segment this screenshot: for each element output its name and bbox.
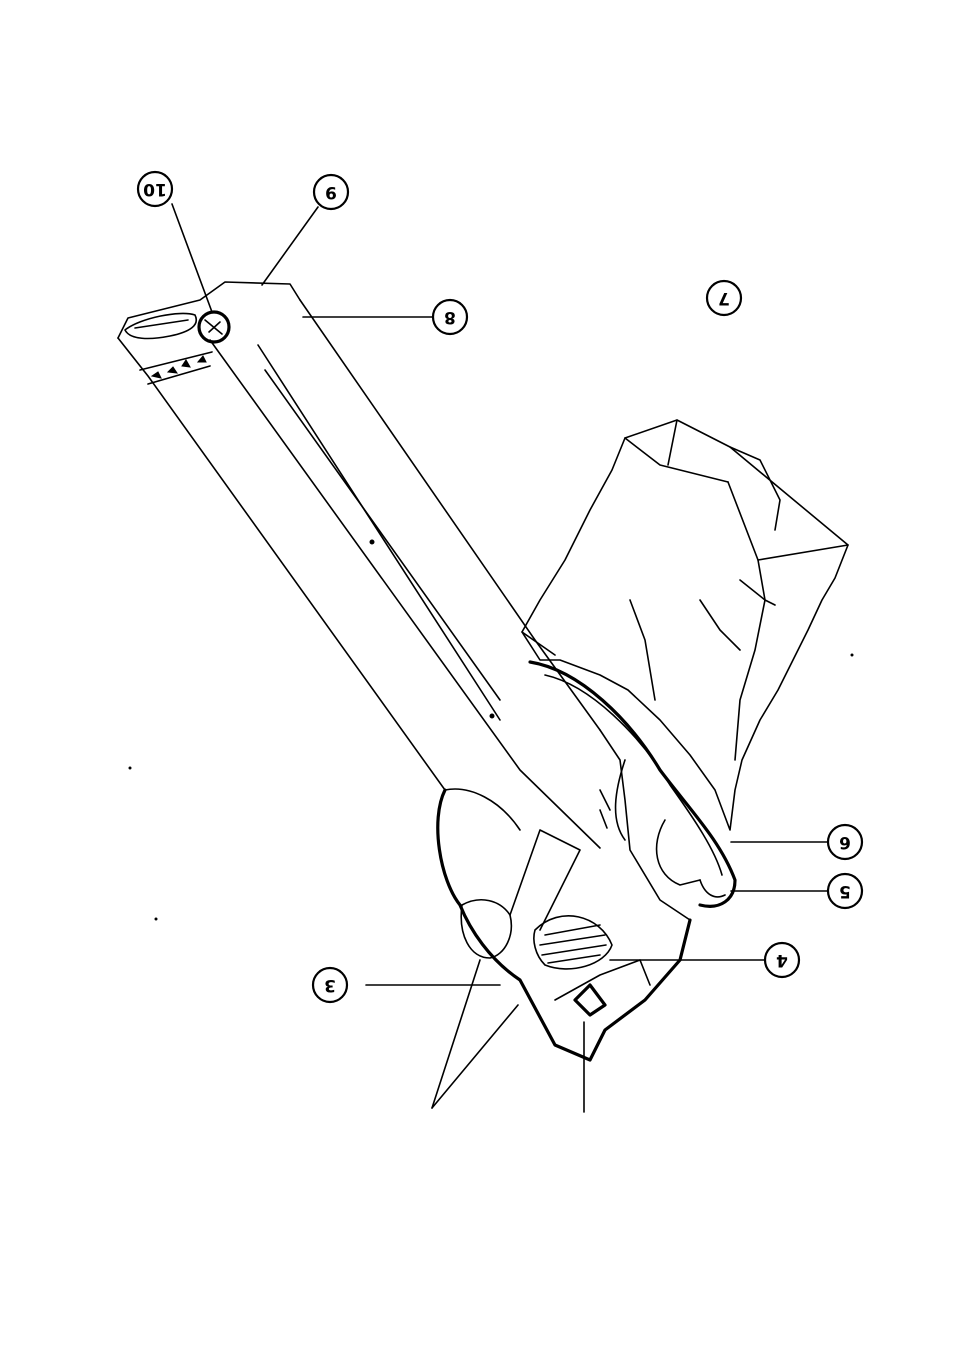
collection-bag-drawing — [522, 420, 848, 830]
callout-7-label: 7 — [718, 288, 730, 308]
callout-5: 5 — [828, 874, 862, 908]
callout-7: 7 — [707, 281, 741, 315]
callout-6: 6 — [828, 825, 862, 859]
callout-4: 4 — [765, 943, 799, 977]
callout-9-label: 9 — [325, 182, 337, 202]
callout-4-label: 4 — [776, 950, 788, 970]
callout-3-label: 3 — [324, 975, 336, 995]
leader-lines — [172, 204, 828, 1112]
callout-9: 9 — [314, 175, 348, 209]
callout-10-label: 10 — [143, 179, 167, 199]
callout-8: 8 — [433, 300, 467, 334]
callout-3: 3 — [313, 968, 347, 1002]
callout-5-label: 5 — [839, 881, 851, 901]
callout-10: 10 — [138, 172, 172, 206]
garden-vacuum-blower-drawing — [118, 282, 735, 1060]
callout-6-label: 6 — [839, 832, 851, 852]
callout-8-label: 8 — [444, 307, 456, 327]
